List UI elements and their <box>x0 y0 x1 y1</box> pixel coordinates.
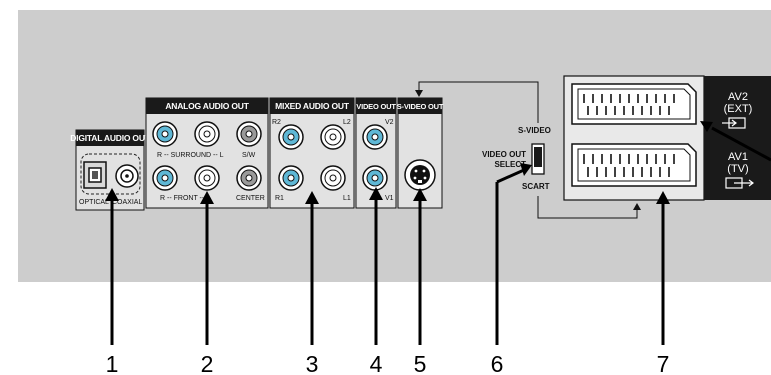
mixed-audio-out-label: MIXED AUDIO OUT <box>275 101 350 111</box>
s-video-out-group: S-VIDEO OUT <box>397 97 444 209</box>
output-icon <box>725 177 754 189</box>
s-video-arrow-path <box>418 81 539 123</box>
s-video-out-header <box>398 98 442 114</box>
av2-sub-label: (EXT) <box>724 103 753 115</box>
surround-label: R -- SURROUND -- L <box>157 152 224 159</box>
scart-label-panel <box>704 76 771 200</box>
s-video-out-label: S-VIDEO OUT <box>397 102 444 111</box>
jack-l1 <box>320 165 346 191</box>
digital-audio-out-header <box>76 130 144 146</box>
video-out-select-label-line1: VIDEO OUT <box>482 150 526 159</box>
av1-label: AV1 <box>728 151 748 163</box>
callout-3: 3 <box>306 351 319 375</box>
jack-sw <box>236 121 262 147</box>
front-label: R -- FRONT -- L <box>160 195 210 202</box>
v1-label: V1 <box>385 195 394 202</box>
jack-surround-r <box>152 121 178 147</box>
analog-audio-out-label: ANALOG AUDIO OUT <box>165 101 249 111</box>
jack-center <box>236 165 262 191</box>
video-out-label: VIDEO OUT <box>356 102 396 111</box>
s-video-switch-label: S-VIDEO <box>518 126 551 135</box>
jack-v1 <box>362 165 388 191</box>
digital-audio-out-label: DIGITAL AUDIO OUT <box>70 133 151 143</box>
callout-1: 1 <box>106 351 119 375</box>
scart-arrow-path <box>537 196 638 219</box>
analog-audio-out-group: ANALOG AUDIO OUT R -- SURROUND -- L S/W … <box>145 97 269 209</box>
r2-label: R2 <box>272 119 281 126</box>
coaxial-jack <box>115 164 139 188</box>
video-out-header <box>356 98 396 114</box>
jack-r1 <box>278 165 304 191</box>
input-icon <box>722 117 746 129</box>
jack-r2 <box>278 124 304 150</box>
l2-label: L2 <box>343 119 351 126</box>
video-out-select-label-line2: SELECT <box>494 160 526 169</box>
video-out-select-switch-group: S-VIDEO VIDEO OUT SELECT SCART <box>415 81 641 219</box>
optical-label: OPTICAL <box>79 199 109 206</box>
callout-5: 5 <box>414 351 427 375</box>
callout-arrowheads <box>105 121 713 204</box>
scart-av1-connector <box>571 143 697 187</box>
callout-7: 7 <box>657 351 670 375</box>
digital-audio-out-group: DIGITAL AUDIO OUT OPTICAL COAXIAL <box>70 129 151 211</box>
jack-front-l <box>194 165 220 191</box>
callout-4: 4 <box>370 351 383 375</box>
callout-2: 2 <box>201 351 214 375</box>
s-video-jack <box>404 159 436 191</box>
jack-v2 <box>362 124 388 150</box>
jack-l2 <box>320 124 346 150</box>
jack-surround-l <box>194 121 220 147</box>
jack-front-r <box>152 165 178 191</box>
av2-label: AV2 <box>728 91 748 103</box>
mixed-audio-out-group: MIXED AUDIO OUT R2 L2 R1 L1 <box>269 97 355 209</box>
av1-sub-label: (TV) <box>727 163 748 175</box>
scart-block: AV2 (EXT) AV1 (TV) <box>563 75 771 201</box>
coaxial-label: COAXIAL <box>112 199 142 206</box>
l1-label: L1 <box>343 195 351 202</box>
scart-switch-label: SCART <box>522 182 550 191</box>
callout-6: 6 <box>491 351 504 375</box>
mixed-audio-out-header <box>270 98 354 114</box>
analog-audio-out-header <box>146 98 268 114</box>
v2-label: V2 <box>385 119 394 126</box>
scart-av2-connector <box>571 83 697 125</box>
r1-label: R1 <box>275 195 284 202</box>
sw-label: S/W <box>242 152 256 159</box>
callout-lines <box>110 126 771 345</box>
center-label: CENTER <box>236 195 265 202</box>
